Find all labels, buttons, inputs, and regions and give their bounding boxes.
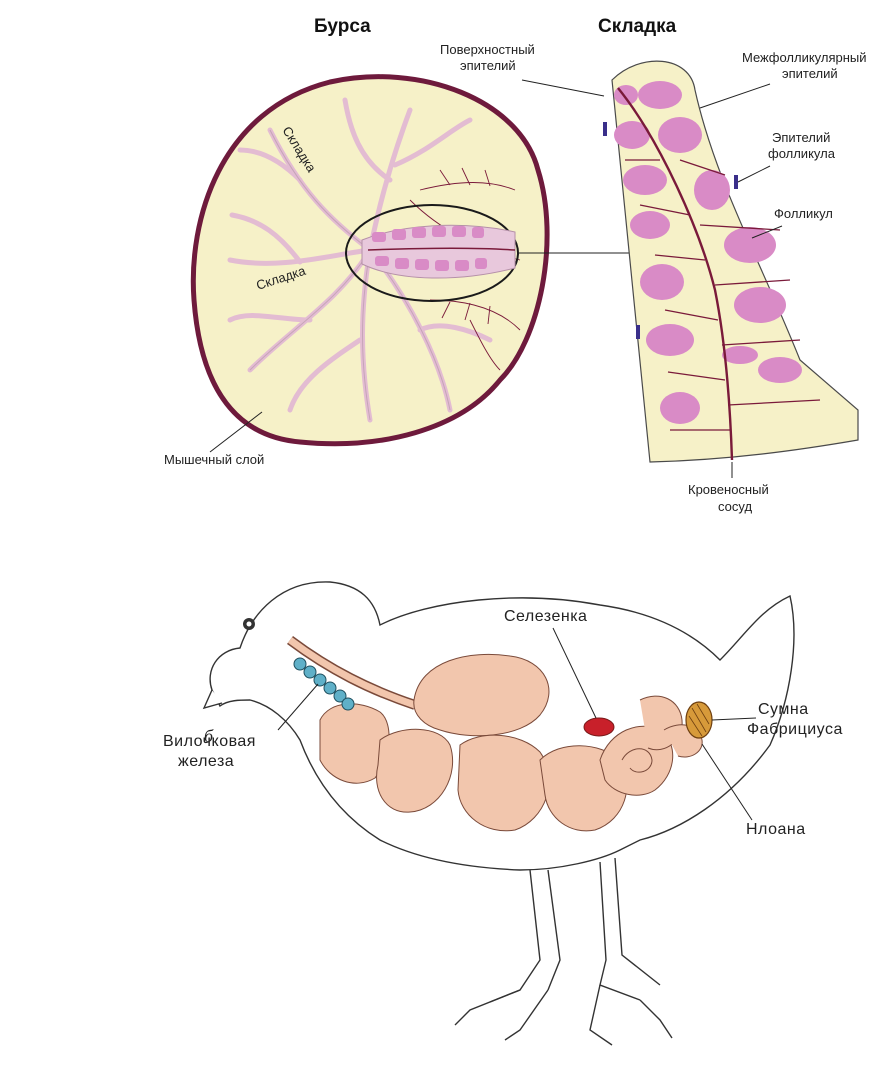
muscle-layer-label: Мышечный слой (164, 452, 264, 467)
spleen (584, 718, 614, 736)
magnified-fold (603, 61, 858, 462)
leg-right-back (615, 858, 660, 985)
bursa-cross-section (193, 77, 547, 444)
blood-vessel-line1: Кровеносный (688, 482, 769, 497)
follicle-epithelium-line2: фолликула (768, 146, 836, 161)
follicle-epithelium-leader (738, 166, 770, 182)
blood-vessel-line2: сосуд (718, 499, 752, 514)
muscle-layer-leader (210, 412, 262, 452)
interfollicular-leader (700, 84, 770, 108)
cloaca-label: Нлоана (746, 821, 806, 838)
intestine-a (458, 735, 549, 831)
toes-right (590, 985, 612, 1045)
follicle-label: Фолликул (774, 206, 833, 221)
interfollicular-line1: Межфолликулярный (742, 50, 867, 65)
spleen-label: Селезенка (504, 608, 587, 625)
interfollicular-line2: эпителий (782, 66, 838, 81)
thymus-label-line2: железа (178, 753, 234, 770)
surface-epithelium-line1: Поверхностный (440, 42, 535, 57)
toes-left (455, 990, 520, 1025)
thymus-label-line1: Вилочковая (163, 733, 256, 750)
bursa-header: Бурса (314, 16, 371, 37)
bursa-label-line1: Сумна (758, 701, 809, 718)
eye-highlight (247, 622, 252, 627)
leg-left-front (490, 870, 540, 1002)
toes-right-2 (640, 1000, 672, 1038)
toes-left-2 (505, 990, 548, 1040)
fold-body (612, 61, 858, 462)
surface-epithelium-line2: эпителий (460, 58, 516, 73)
fold-header: Складка (598, 16, 677, 37)
leg-left-back (548, 870, 560, 990)
follicle-epithelium-line1: Эпителий (772, 130, 830, 145)
surface-epithelium-leader (522, 80, 604, 96)
bursa-label-line2: Фабрициуса (747, 721, 843, 738)
